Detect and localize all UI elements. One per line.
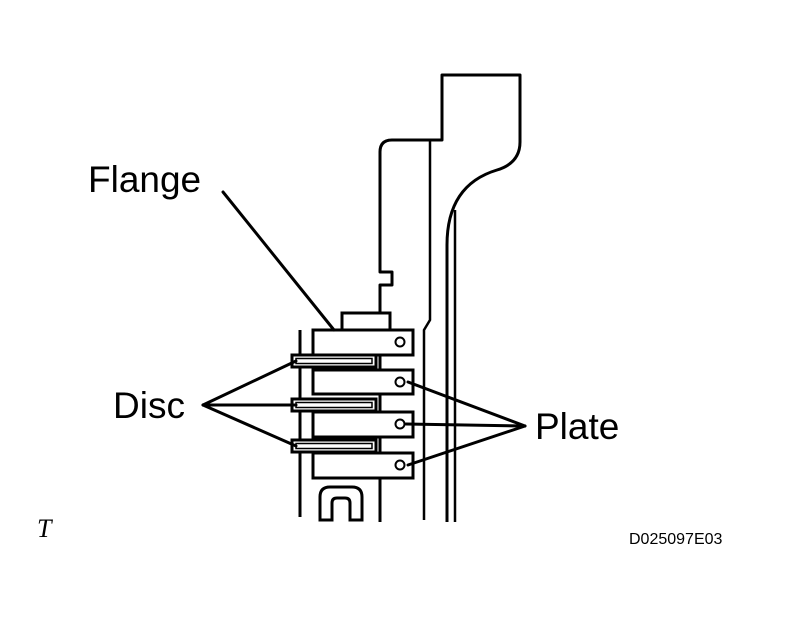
plate-2 (311, 410, 415, 439)
housing-bore-line (422, 140, 432, 520)
corner-mark: T (37, 514, 53, 543)
disc-3 (290, 438, 378, 454)
disc-stack (290, 353, 378, 454)
plate-leader-3 (406, 424, 527, 467)
plate-3 (311, 451, 415, 480)
leader-lines (201, 190, 527, 467)
disc-2 (290, 397, 378, 413)
hub-bottom-u (318, 485, 364, 522)
housing-outer-profile (378, 73, 522, 522)
disc-leader-1 (201, 359, 298, 407)
plate-1 (311, 368, 415, 396)
flange-hole (394, 336, 406, 348)
plate-leader-1 (406, 380, 527, 428)
plate-stack (311, 368, 415, 480)
disc-leader-3 (201, 403, 298, 448)
plate-label: Plate (535, 406, 619, 447)
plate-leader-2 (404, 422, 527, 428)
flange-body (311, 328, 415, 357)
figure-code: D025097E03 (629, 531, 723, 548)
flange (311, 311, 415, 357)
flange-label: Flange (88, 159, 201, 200)
flange-boss (340, 311, 392, 333)
disc-1 (290, 353, 378, 369)
flange-leader (221, 190, 336, 332)
disc-label: Disc (113, 385, 185, 426)
